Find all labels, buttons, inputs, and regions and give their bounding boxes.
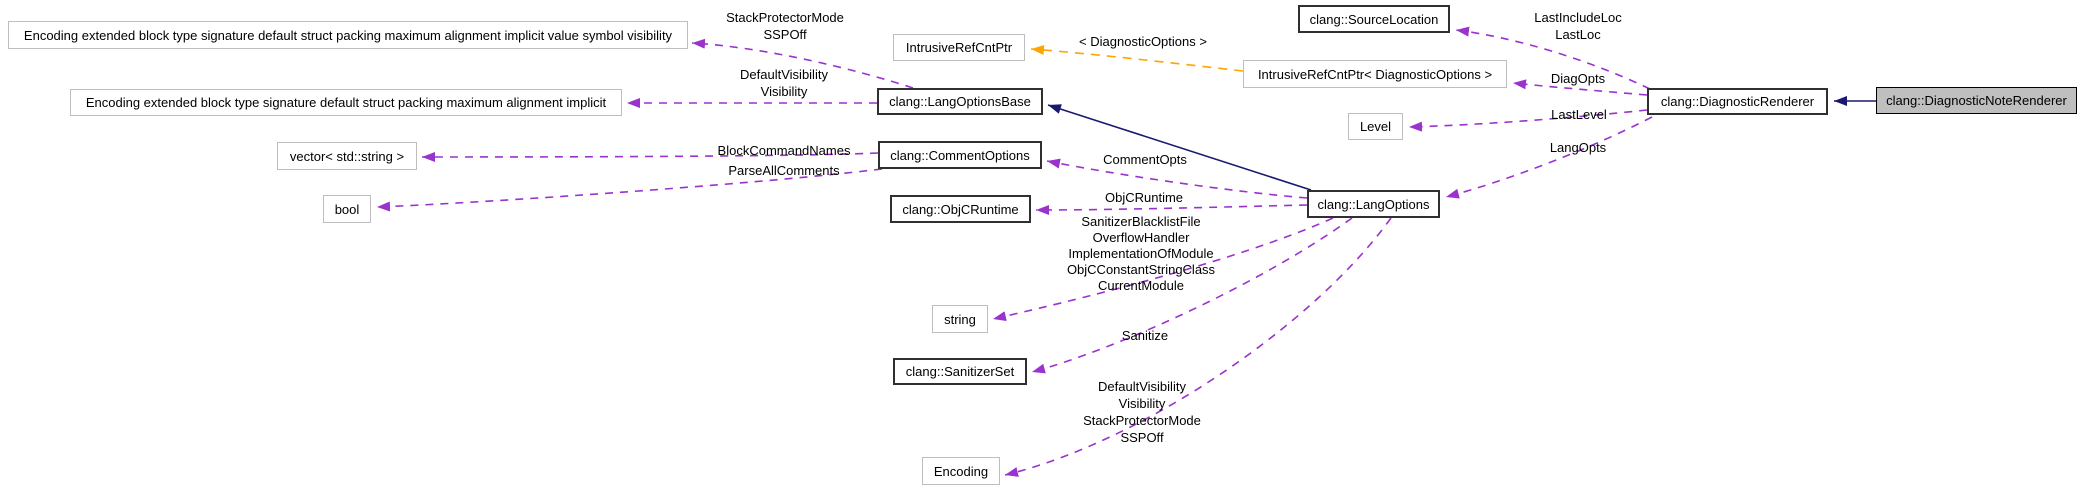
- node-intrusiverefcntptr: IntrusiveRefCntPtr: [893, 34, 1025, 61]
- edge-label-line: LastLoc: [1555, 27, 1601, 42]
- edge-inheritance-langoptionsbase: [1047, 104, 1312, 191]
- edge-label-template-args: < DiagnosticOptions >: [1079, 33, 1207, 50]
- edge-label-line: LastLevel: [1551, 107, 1607, 122]
- node-level: Level: [1348, 113, 1403, 140]
- edge-label-line: StackProtectorMode: [1083, 413, 1201, 428]
- edge-label-line: < DiagnosticOptions >: [1079, 34, 1207, 49]
- edge-label-langopts: LangOpts: [1550, 139, 1606, 156]
- node-diagnosticnoterenderer: clang::DiagnosticNoteRenderer: [1876, 87, 2077, 114]
- edge-label-line: CurrentModule: [1098, 278, 1184, 293]
- edge-label-line: ObjCConstantStringClass: [1066, 262, 1216, 277]
- edge-langopts: [1445, 116, 1653, 199]
- edge-label-line: CommentOpts: [1103, 152, 1187, 167]
- edge-label-line: SSPOff: [1120, 430, 1164, 445]
- edge-label-stackprotector: StackProtectorMode SSPOff: [726, 9, 844, 43]
- node-enum-implicit-long: Encoding extended block type signature d…: [70, 89, 622, 116]
- node-commentoptions[interactable]: clang::CommentOptions: [878, 141, 1042, 169]
- node-enum-visibility-long: Encoding extended block type signature d…: [8, 21, 688, 49]
- edge-label-line: SanitizerBlacklistFile: [1081, 214, 1201, 229]
- node-bool: bool: [323, 195, 371, 223]
- edge-label-encoding-members: DefaultVisibility Visibility StackProtec…: [1083, 378, 1201, 446]
- node-intrusiverefcntptr-diagnosticoptions: IntrusiveRefCntPtr< DiagnosticOptions >: [1243, 60, 1507, 88]
- node-vector-std-string: vector< std::string >: [277, 142, 417, 170]
- edge-label-diagopts: DiagOpts: [1551, 70, 1605, 87]
- edge-label-line: DefaultVisibility: [740, 67, 828, 82]
- node-sanitizerset[interactable]: clang::SanitizerSet: [893, 358, 1027, 385]
- node-sourcelocation[interactable]: clang::SourceLocation: [1298, 5, 1450, 33]
- edge-label-blockcommand: BlockCommandNames ParseAllComments: [718, 141, 851, 181]
- edge-label-line: SSPOff: [763, 27, 807, 42]
- edge-label-lastlevel: LastLevel: [1551, 106, 1607, 123]
- edge-label-line: LastIncludeLoc: [1534, 10, 1622, 25]
- node-diagnosticrenderer[interactable]: clang::DiagnosticRenderer: [1647, 88, 1828, 115]
- edge-label-line: ParseAllComments: [728, 163, 840, 178]
- node-string: string: [932, 305, 988, 333]
- edge-label-line: DiagOpts: [1550, 71, 1606, 86]
- edge-label-string-members: SanitizerBlacklistFile OverflowHandler I…: [1067, 214, 1215, 294]
- edge-label-line: BlockCommandNames: [717, 143, 851, 158]
- node-langoptions[interactable]: clang::LangOptions: [1307, 190, 1440, 218]
- edge-label-line: LangOpts: [1549, 140, 1607, 155]
- node-encoding: Encoding: [922, 457, 1000, 485]
- node-langoptionsbase[interactable]: clang::LangOptionsBase: [877, 88, 1043, 115]
- node-objcruntime[interactable]: clang::ObjCRuntime: [890, 195, 1031, 223]
- edge-label-defaultvisibility: DefaultVisibility Visibility: [740, 66, 828, 100]
- edge-label-line: ImplementationOfModule: [1068, 246, 1214, 261]
- edge-label-line: Visibility: [760, 84, 808, 99]
- edge-label-line: ObjCRuntime: [1104, 190, 1184, 205]
- edge-label-objcruntime: ObjCRuntime: [1105, 189, 1183, 206]
- edge-label-line: OverflowHandler: [1092, 230, 1190, 245]
- edge-label-line: Visibility: [1118, 396, 1166, 411]
- edge-lastlevel: [1408, 109, 1648, 132]
- edge-label-commentopts: CommentOpts: [1103, 151, 1187, 168]
- edge-label-line: Sanitize: [1121, 328, 1169, 343]
- edge-label-line: StackProtectorMode: [726, 10, 844, 25]
- edge-label-line: DefaultVisibility: [1098, 379, 1186, 394]
- edge-label-lastloc: LastIncludeLoc LastLoc: [1534, 9, 1621, 43]
- edge-label-sanitize: Sanitize: [1122, 327, 1168, 344]
- edge-template-diagnosticoptions: [1030, 45, 1244, 72]
